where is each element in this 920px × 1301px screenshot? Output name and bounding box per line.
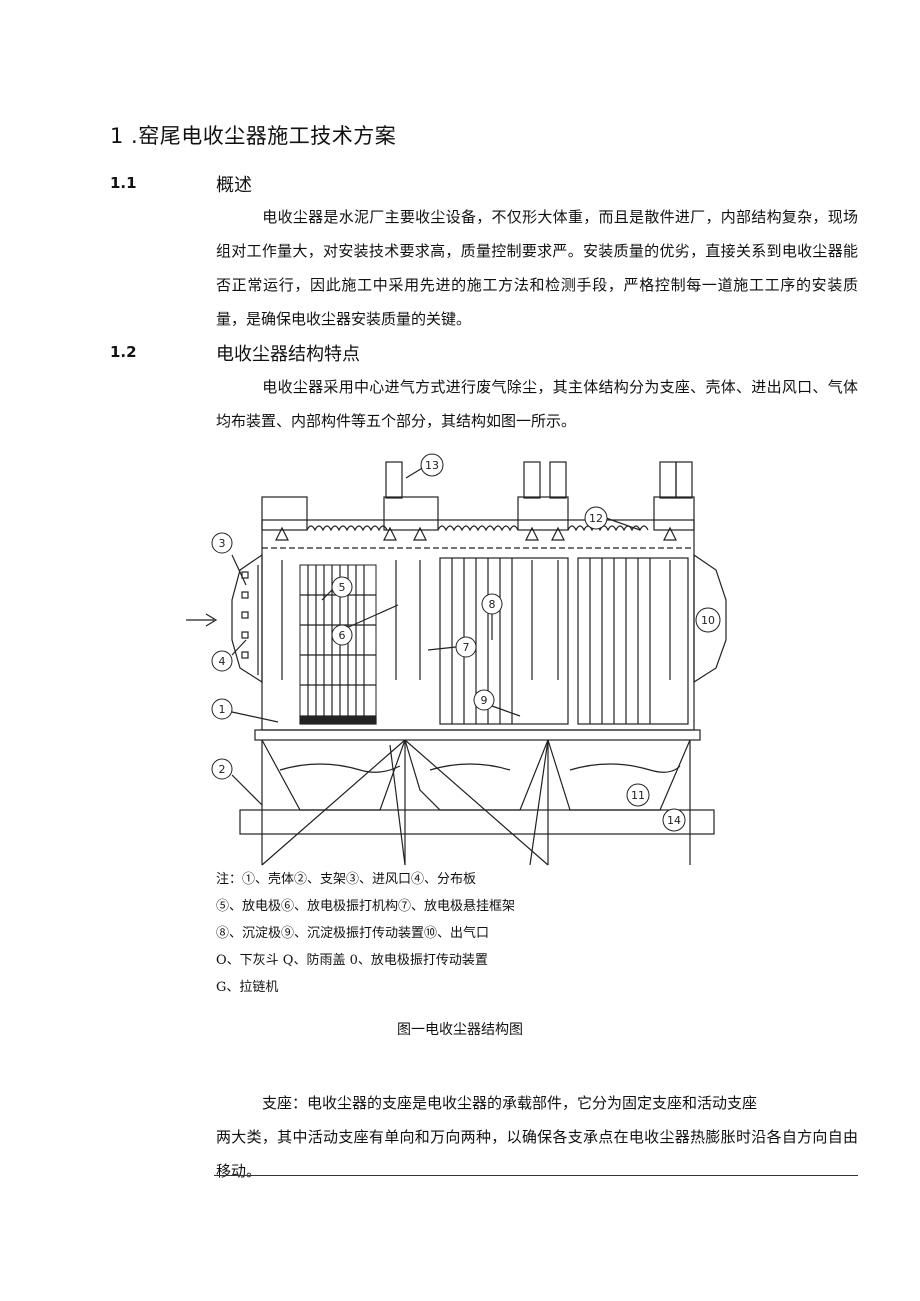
callout-2-label: 2 <box>219 763 226 776</box>
callout-10-label: 10 <box>701 614 715 627</box>
callout-4 <box>211 650 233 672</box>
legend-line-5: G、拉链机 <box>216 980 279 995</box>
inlet-arrow-icon <box>186 613 218 627</box>
support-paragraph: 支座：电收尘器的支座是电收尘器的承载部件，它分为固定支座和活动支座 两大类，其中… <box>216 1086 858 1188</box>
legend-line-3: ⑧、沉淀极⑨、沉淀极振打传动装置⑩、出气口 <box>216 926 490 941</box>
document-heading: 1 .窑尾电收尘器施工技术方案 <box>110 124 397 148</box>
bottom-rule <box>214 1175 858 1176</box>
structure-paragraph: 电收尘器采用中心进气方式进行废气除尘，其主体结构分为支座、壳体、进出风口、气体均… <box>216 370 858 438</box>
support-paragraph-line1: 支座：电收尘器的支座是电收尘器的承载部件，它分为固定支座和活动支座 <box>262 1094 758 1112</box>
callout-10 <box>695 607 721 633</box>
bottom-beam <box>254 729 701 741</box>
hopper-1 <box>261 739 406 811</box>
callout-4-label: 4 <box>219 655 226 668</box>
hopper-2 <box>404 739 549 811</box>
callout-12-label: 12 <box>589 512 603 525</box>
callout-13 <box>420 453 444 477</box>
section-title-overview: 概述 <box>216 175 252 196</box>
callout-12 <box>584 506 608 530</box>
callout-7 <box>455 636 477 658</box>
support-paragraph-rest: 两大类，其中活动支座有单向和万向两种，以确保各支承点在电收尘器热膨胀时沿各自方向… <box>216 1128 858 1180</box>
callout-13-label: 13 <box>425 459 439 472</box>
outlet-hood <box>693 553 727 684</box>
callout-14-label: 14 <box>667 814 681 827</box>
legend-line-1: 注：①、壳体②、支架③、进风口④、分布板 <box>216 872 477 887</box>
callout-9 <box>473 689 495 711</box>
callout-3 <box>211 532 233 554</box>
overview-paragraph: 电收尘器是水泥厂主要收尘设备，不仅形大体重，而且是散件进厂，内部结构复杂，现场组… <box>216 200 858 336</box>
section-number-1-2: 1.2 <box>110 343 137 361</box>
legend-line-4: O、下灰斗 Q、防雨盖 0、放电极振打传动装置 <box>216 953 488 968</box>
insulator-icons <box>275 526 677 541</box>
callout-5 <box>331 576 353 598</box>
callout-6-label: 6 <box>339 629 346 642</box>
section-number-1-1: 1.1 <box>110 174 137 192</box>
callout-7-label: 7 <box>463 641 470 654</box>
callout-11 <box>626 783 650 807</box>
figure-legend-notes: 注：①、壳体②、支架③、进风口④、分布板 ⑤、放电极⑥、放电极振打机构⑦、放电极… <box>216 866 515 1001</box>
section-title-structure: 电收尘器结构特点 <box>216 344 360 365</box>
chain-conveyor <box>239 809 715 835</box>
precipitator-structure-diagram: 3 4 1 2 5 6 7 8 9 10 11 12 13 14 <box>186 453 727 866</box>
inlet-hood <box>231 553 263 684</box>
callout-11-label: 11 <box>631 789 645 802</box>
callout-2 <box>211 758 233 780</box>
callout-9-label: 9 <box>481 694 488 707</box>
callout-8 <box>481 593 503 615</box>
hopper-3 <box>547 739 691 811</box>
legend-line-2: ⑤、放电极⑥、放电极振打机构⑦、放电极悬挂框架 <box>216 899 516 914</box>
figure-caption: 图一电收尘器结构图 <box>397 1022 523 1038</box>
callout-8-label: 8 <box>489 598 496 611</box>
callout-3-label: 3 <box>219 537 226 550</box>
structure-paragraph-text: 电收尘器采用中心进气方式进行废气除尘，其主体结构分为支座、壳体、进出风口、气体均… <box>216 378 858 430</box>
callout-1 <box>211 698 233 720</box>
callout-6 <box>331 624 353 646</box>
callout-5-label: 5 <box>339 581 346 594</box>
callout-1-label: 1 <box>219 703 226 716</box>
overview-paragraph-text: 电收尘器是水泥厂主要收尘设备，不仅形大体重，而且是散件进厂，内部结构复杂，现场组… <box>216 208 858 328</box>
callout-14 <box>662 808 686 832</box>
